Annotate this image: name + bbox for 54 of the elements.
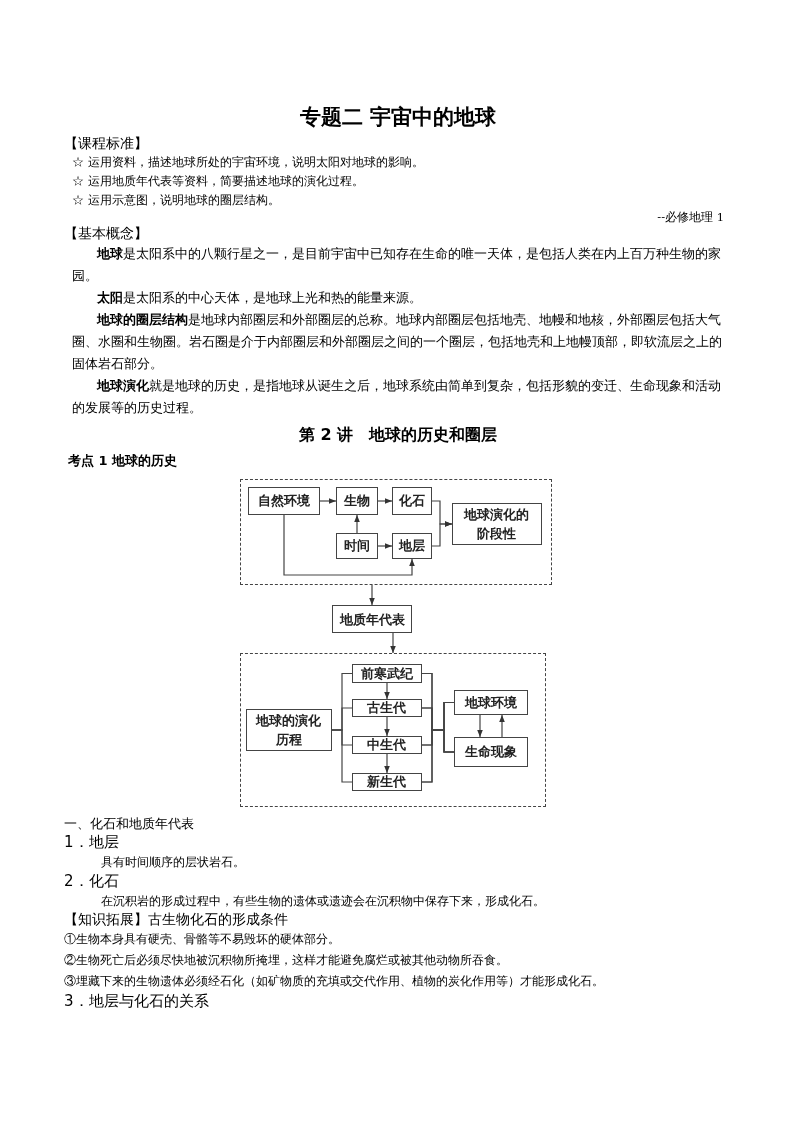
paragraph: 在沉积岩的形成过程中，有些生物的遗体或遗迹会在沉积物中保存下来，形成化石。 [99, 893, 546, 910]
arrow [369, 584, 375, 606]
process-box: 自然环境 [247, 486, 320, 515]
list-item: ②生物死亡后必须尽快地被沉积物所掩埋，这样才能避免腐烂或被其他动物所吞食。 [64, 952, 509, 969]
section-heading: 【课程标准】 [64, 135, 149, 153]
paragraph: 地球的圈层结构是地球内部圈层和外部圈层的总称。地球内部圈层包括地壳、地幔和地核，外部圈层包括大气圈、水圈和生物圈。岩石圈是介于内部圈层和外部圈层之间的一个圈层，包括地壳和上地幔顶部，即软流层之上的固体岩石部分。 [72, 311, 723, 373]
arrow [354, 514, 360, 534]
list-item: ③埋藏下来的生物遗体必须经石化（如矿物质的充填或交代作用、植物的炭化作用等）才能形成化石。 [64, 973, 605, 990]
paragraph: 地球演化就是地球的历史，是指地球从诞生之后，地球系统由简单到复杂，包括形貌的变迁、生命现象和活动的发展等的历史过程。 [72, 377, 722, 417]
page-title: 专题二 宇宙中的地球 [298, 104, 498, 131]
process-box: 时间 [335, 532, 378, 559]
arrow [390, 632, 396, 654]
arrow [377, 543, 393, 549]
arrow [384, 716, 390, 737]
arrow [477, 714, 483, 738]
numbered-heading: 1．地层 [64, 833, 120, 852]
process-box: 中生代 [351, 735, 422, 754]
arrow [431, 521, 453, 547]
paragraph: 地球是太阳系中的八颗行星之一，是目前宇宙中已知存在生命的唯一天体，是包括人类在内上百万种生物的家园。 [72, 245, 722, 285]
dashed-group-box [240, 653, 546, 807]
process-box: 新生代 [351, 772, 422, 791]
process-box: 前寒武纪 [351, 663, 422, 683]
paragraph: 具有时间顺序的层状岩石。 [99, 854, 246, 871]
section-heading: 【知识拓展】古生物化石的形成条件 [64, 911, 289, 929]
process-box: 生物 [335, 486, 378, 515]
dashed-group-box [240, 479, 552, 585]
connector-line [331, 729, 353, 783]
bullet-item: ☆ 运用示意图，说明地球的圈层结构。 [72, 192, 281, 209]
connector-line [421, 729, 455, 783]
process-box: 化石 [391, 486, 432, 515]
topic-heading: 考点 1 地球的历史 [68, 452, 179, 470]
arrow [384, 682, 390, 700]
arrow [499, 714, 505, 738]
subheading: 一、化石和地质年代表 [64, 815, 195, 833]
process-box: 地质年代表 [332, 605, 412, 633]
process-box: 地球环境 [453, 689, 528, 715]
lecture-title: 第 2 讲 地球的历史和圈层 [297, 425, 499, 446]
section-heading: 【基本概念】 [64, 225, 149, 243]
paragraph: 太阳是太阳系的中心天体，是地球上光和热的能量来源。 [96, 289, 423, 307]
numbered-heading: 3．地层与化石的关系 [64, 992, 210, 1011]
numbered-heading: 2．化石 [64, 872, 120, 891]
source-note: --必修地理 1 [656, 210, 724, 225]
process-box: 地球的演化历程 [245, 708, 332, 751]
process-box: 地球演化的阶段性 [451, 502, 542, 545]
arrow [384, 753, 390, 774]
bullet-item: ☆ 运用地质年代表等资料，简要描述地球的演化过程。 [72, 173, 365, 190]
process-box: 生命现象 [453, 736, 528, 767]
process-box: 地层 [391, 532, 432, 559]
arrow [377, 498, 393, 504]
list-item: ①生物本身具有硬壳、骨骼等不易毁坏的硬体部分。 [64, 931, 341, 948]
bullet-item: ☆ 运用资料，描述地球所处的宇宙环境，说明太阳对地球的影响。 [72, 154, 425, 171]
process-box: 古生代 [351, 698, 422, 717]
arrow [319, 498, 337, 504]
arrow [283, 514, 415, 576]
